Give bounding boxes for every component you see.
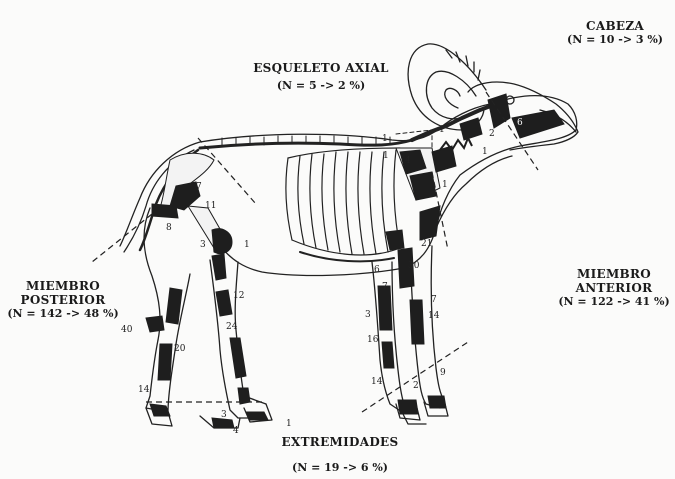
count-scapula-neck: 1 xyxy=(383,152,389,161)
count-patella: 1 xyxy=(244,241,250,250)
count-tibia-shaft: 24 xyxy=(226,323,237,332)
hind-metatarsal-rear-lower xyxy=(158,344,172,380)
region-axial-label: ESQUELETO AXIAL (N = 5 -> 2 %) xyxy=(236,62,406,92)
count-hind-phalanx-b: 3 xyxy=(221,411,227,420)
region-axial-title: ESQUELETO AXIAL xyxy=(236,62,406,76)
count-fore-radius-c: 7 xyxy=(431,296,437,305)
ribcage xyxy=(286,148,400,255)
ischium-shaded xyxy=(152,204,178,218)
region-extremities-count: (N = 19 -> 6 %) xyxy=(260,462,420,475)
count-fore-carpal: 14 xyxy=(428,312,439,321)
count-fore-radius-b: 7 xyxy=(382,283,388,292)
tibia-lower-shaded xyxy=(216,290,232,316)
count-femur-head: 8 xyxy=(166,224,172,233)
fore-metacarpal-2-shaded xyxy=(410,300,424,344)
count-fore-phalanx-b: 2 xyxy=(413,382,419,391)
count-neck-1: 1 xyxy=(482,148,488,157)
count-hind-phalanx-a: 14 xyxy=(138,386,149,395)
horn-inner xyxy=(426,71,476,119)
hind-hoof-shaded-3 xyxy=(246,412,268,420)
cervical-vertebrae xyxy=(412,104,496,140)
region-extremities-count-block: (N = 19 -> 6 %) xyxy=(260,462,420,475)
region-head-label: CABEZA (N = 10 -> 3 %) xyxy=(560,20,670,46)
region-fore-label: MIEMBRO ANTERIOR (N = 122 -> 41 %) xyxy=(555,268,673,308)
count-pelvis-a: 7 xyxy=(196,183,202,192)
fore-metacarpal-1-shaded xyxy=(378,286,392,330)
region-extremities-title: EXTREMIDADES xyxy=(260,436,420,450)
count-fore-radius-a: 30 xyxy=(408,262,419,271)
hind-leg-front-inner xyxy=(235,262,266,404)
count-head-skull: 1 xyxy=(439,126,445,135)
count-fore-elbow: 6 xyxy=(374,266,380,275)
count-head-mandible: 2 xyxy=(489,130,495,139)
fore-hoof-shaded-1 xyxy=(398,400,418,414)
region-axial-count: (N = 5 -> 2 %) xyxy=(236,80,406,93)
count-humerus: 21 xyxy=(421,240,432,249)
count-head-teeth: 6 xyxy=(517,119,523,128)
count-hock: 40 xyxy=(121,326,132,335)
horn-curl xyxy=(445,88,460,108)
count-pelvis-b: 11 xyxy=(205,202,216,211)
humerus-shaded xyxy=(420,206,440,240)
tibia-shaded xyxy=(212,254,226,280)
region-hind-title-1: MIEMBRO xyxy=(4,280,122,294)
count-shoulder: 1 xyxy=(382,135,388,144)
count-metatarsal: 20 xyxy=(174,345,185,354)
hind-metatarsal-front-shaded xyxy=(230,338,246,378)
region-hind-count: (N = 142 -> 48 %) xyxy=(4,308,122,321)
hind-metatarsal-rear-shaded xyxy=(166,288,182,324)
hind-hoof-shaded-1 xyxy=(150,404,170,416)
count-fore-phalanx-a: 14 xyxy=(371,378,382,387)
count-hind-phalanx-c: 4 xyxy=(233,427,239,436)
region-head-count: (N = 10 -> 3 %) xyxy=(560,34,670,47)
region-fore-title-2: ANTERIOR xyxy=(555,282,673,296)
count-fore-metacarpal-b: 16 xyxy=(367,336,378,345)
cervical-shaded-2 xyxy=(460,118,482,140)
region-extremities-title-block: EXTREMIDADES xyxy=(260,436,420,450)
divider-tail xyxy=(198,138,256,204)
count-neck-2: 1 xyxy=(442,181,448,190)
region-fore-title-1: MIEMBRO xyxy=(555,268,673,282)
count-fore-metacarpal-a: 3 xyxy=(365,311,371,320)
count-tibia: 12 xyxy=(233,292,244,301)
region-hind-title-2: POSTERIOR xyxy=(4,294,122,308)
region-fore-count: (N = 122 -> 41 %) xyxy=(555,296,673,309)
count-hind-phalanx-d: 1 xyxy=(286,420,292,429)
hind-metatarsal-rear-ankle xyxy=(146,316,164,332)
count-scapula: 4 xyxy=(405,157,411,166)
radius-upper-shaded xyxy=(386,230,404,250)
count-fore-phalanx-c: 9 xyxy=(440,369,446,378)
region-head-title: CABEZA xyxy=(560,20,670,34)
fore-hoof-shaded-2 xyxy=(428,396,446,408)
region-hind-label: MIEMBRO POSTERIOR (N = 142 -> 48 %) xyxy=(4,280,122,320)
fore-metacarpal-3-shaded xyxy=(382,342,394,368)
count-femur: 3 xyxy=(200,241,206,250)
divider-hindquarter xyxy=(92,214,152,262)
femur-head-shaded xyxy=(212,229,232,254)
